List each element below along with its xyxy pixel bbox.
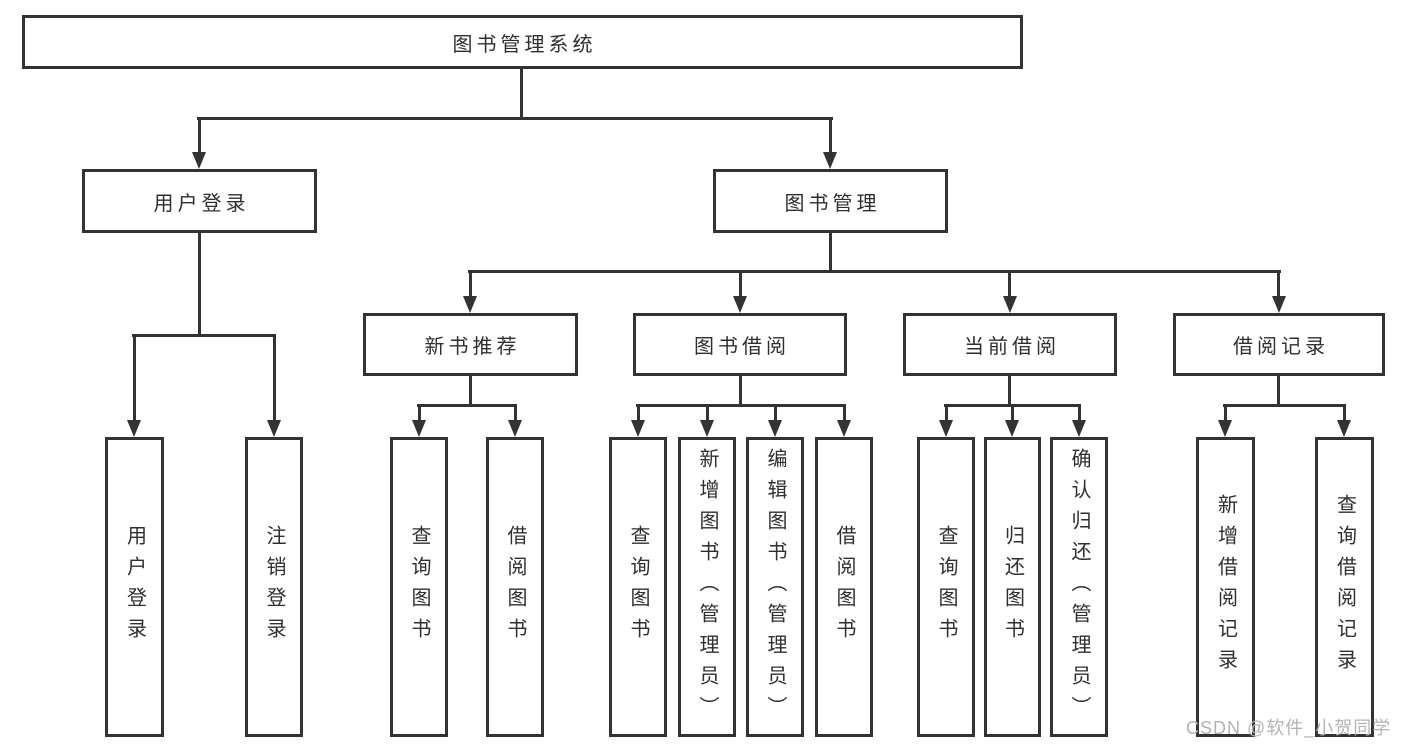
connector-line <box>417 404 517 407</box>
leaf-add-borrow-record: 新增借阅记录 <box>1196 437 1255 737</box>
connector-line <box>1011 405 1014 422</box>
arrow-down-icon <box>768 420 782 437</box>
arrow-down-icon <box>1005 420 1019 437</box>
leaf-logout-label: 注销登录 <box>263 525 285 649</box>
connector-line <box>418 405 421 422</box>
connector-line <box>514 405 517 422</box>
connector-line <box>637 405 640 422</box>
leaf-edit-book-admin-label: 编辑图书（管理员） <box>764 447 786 727</box>
leaf-add-book-admin-label: 新增图书（管理员） <box>696 447 718 727</box>
leaf-query-borrow-record: 查询借阅记录 <box>1315 437 1374 737</box>
arrow-down-icon <box>939 420 953 437</box>
leaf-query-books-2: 查询图书 <box>609 437 667 737</box>
leaf-confirm-return-admin-label: 确认归还（管理员） <box>1068 447 1090 727</box>
arrow-down-icon <box>700 420 714 437</box>
leaf-add-book-admin: 新增图书（管理员） <box>678 437 736 737</box>
connector-line <box>198 117 201 155</box>
node-current-borrow: 当前借阅 <box>903 313 1117 376</box>
leaf-user-login-label: 用户登录 <box>123 525 146 649</box>
node-borrow-records: 借阅记录 <box>1173 313 1385 376</box>
leaf-borrow-books-2-label: 借阅图书 <box>833 525 855 649</box>
arrow-down-icon <box>837 420 851 437</box>
connector-line <box>1224 405 1227 422</box>
arrow-down-icon <box>463 296 477 313</box>
connector-line <box>197 117 833 120</box>
leaf-query-books-1-label: 查询图书 <box>408 525 430 649</box>
connector-line <box>1277 376 1280 407</box>
leaf-query-books-3-label: 查询图书 <box>935 525 957 649</box>
connector-line <box>829 117 832 155</box>
csdn-watermark: CSDN @软件_小贺同学 <box>1186 718 1392 738</box>
leaf-borrow-books-1: 借阅图书 <box>486 437 544 737</box>
node-root: 图书管理系统 <box>22 15 1023 69</box>
arrow-down-icon <box>127 420 141 437</box>
arrow-down-icon <box>412 420 426 437</box>
arrow-down-icon <box>508 420 522 437</box>
leaf-edit-book-admin: 编辑图书（管理员） <box>746 437 804 737</box>
connector-line <box>843 405 846 422</box>
connector-line <box>520 68 523 119</box>
connector-line <box>739 376 742 407</box>
node-borrow-records-label: 借阅记录 <box>1233 336 1329 358</box>
node-root-label: 图书管理系统 <box>452 33 597 56</box>
node-book-management-label: 图书管理 <box>784 192 881 215</box>
connector-line <box>273 335 276 422</box>
arrow-down-icon <box>267 420 281 437</box>
connector-line <box>774 405 777 422</box>
leaf-logout: 注销登录 <box>245 437 303 737</box>
node-user-login: 用户登录 <box>82 169 317 233</box>
node-book-borrow-label: 图书借阅 <box>694 336 790 358</box>
connector-line <box>198 233 201 337</box>
arrow-down-icon <box>1337 420 1351 437</box>
node-book-management: 图书管理 <box>713 169 948 233</box>
leaf-confirm-return-admin: 确认归还（管理员） <box>1050 437 1108 737</box>
arrow-down-icon <box>823 152 837 169</box>
connector-line <box>469 376 472 407</box>
connector-line <box>739 271 742 298</box>
node-new-book-recommend-label: 新书推荐 <box>424 336 521 358</box>
node-new-book-recommend: 新书推荐 <box>363 313 578 376</box>
connector-line <box>945 405 948 422</box>
leaf-add-borrow-record-label: 新增借阅记录 <box>1214 494 1237 680</box>
connector-line <box>1008 271 1011 298</box>
connector-line <box>636 404 846 407</box>
node-book-borrow: 图书借阅 <box>633 313 847 376</box>
node-user-login-label: 用户登录 <box>153 192 250 215</box>
leaf-return-book-label: 归还图书 <box>1001 525 1024 649</box>
leaf-borrow-books-1-label: 借阅图书 <box>504 525 526 649</box>
leaf-query-books-2-label: 查询图书 <box>627 525 649 649</box>
connector-line <box>1078 405 1081 422</box>
leaf-query-borrow-record-label: 查询借阅记录 <box>1333 494 1356 680</box>
connector-line <box>829 233 832 273</box>
leaf-user-login: 用户登录 <box>105 437 164 737</box>
connector-line <box>1008 376 1011 407</box>
arrow-down-icon <box>631 420 645 437</box>
connector-line <box>133 335 136 422</box>
connector-line <box>132 334 276 337</box>
leaf-query-books-3: 查询图书 <box>917 437 975 737</box>
connector-line <box>468 270 1281 273</box>
leaf-borrow-books-2: 借阅图书 <box>815 437 873 737</box>
arrow-down-icon <box>1003 296 1017 313</box>
arrow-down-icon <box>192 152 206 169</box>
arrow-down-icon <box>733 296 747 313</box>
leaf-return-book: 归还图书 <box>984 437 1041 737</box>
arrow-down-icon <box>1272 296 1286 313</box>
node-current-borrow-label: 当前借阅 <box>964 336 1060 358</box>
connector-line <box>1223 404 1346 407</box>
arrow-down-icon <box>1218 420 1232 437</box>
arrow-down-icon <box>1072 420 1086 437</box>
connector-line <box>469 271 472 298</box>
connector-line <box>1277 271 1280 298</box>
connector-line <box>1343 405 1346 422</box>
connector-line <box>706 405 709 422</box>
leaf-query-books-1: 查询图书 <box>390 437 448 737</box>
